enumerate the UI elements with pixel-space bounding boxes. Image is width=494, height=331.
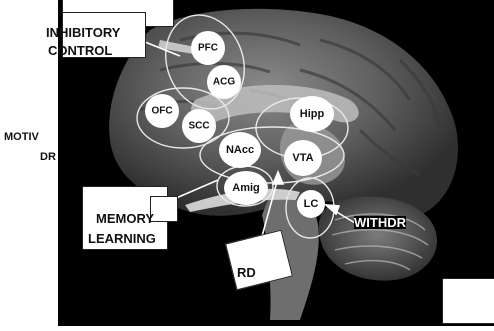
memory-label: MEMORY: [96, 212, 154, 225]
bottom-right-box: [442, 278, 494, 324]
node-amig: Amig: [224, 171, 268, 205]
node-ofc: OFC: [145, 94, 179, 128]
dr-label: DR: [40, 152, 56, 163]
node-pfc: PFC: [191, 31, 225, 65]
node-pfc-label: PFC: [198, 43, 218, 54]
node-scc-label: SCC: [188, 121, 209, 132]
motiv-label: MOTIV: [4, 132, 39, 143]
node-vta-label: VTA: [292, 152, 313, 164]
node-hipp: Hipp: [290, 96, 334, 132]
learning-label: LEARNING: [88, 232, 156, 245]
control-label: CONTROL: [48, 44, 112, 57]
node-ofc-label: OFC: [151, 106, 172, 117]
node-lc: LC: [297, 190, 325, 218]
withdr-label: WITHDR: [354, 216, 406, 229]
inhibitory-label: INHIBITORY: [46, 26, 120, 39]
memory-small-box: [150, 196, 178, 222]
node-lc-label: LC: [304, 198, 319, 210]
rd-label: RD: [237, 266, 256, 279]
node-nacc-label: NAcc: [226, 144, 254, 156]
node-acg-label: ACG: [213, 77, 235, 88]
node-vta: VTA: [284, 140, 322, 176]
node-acg: ACG: [207, 65, 241, 99]
node-amig-label: Amig: [232, 182, 260, 194]
node-scc: SCC: [182, 109, 216, 143]
node-nacc: NAcc: [219, 132, 261, 168]
node-hipp-label: Hipp: [300, 108, 325, 120]
